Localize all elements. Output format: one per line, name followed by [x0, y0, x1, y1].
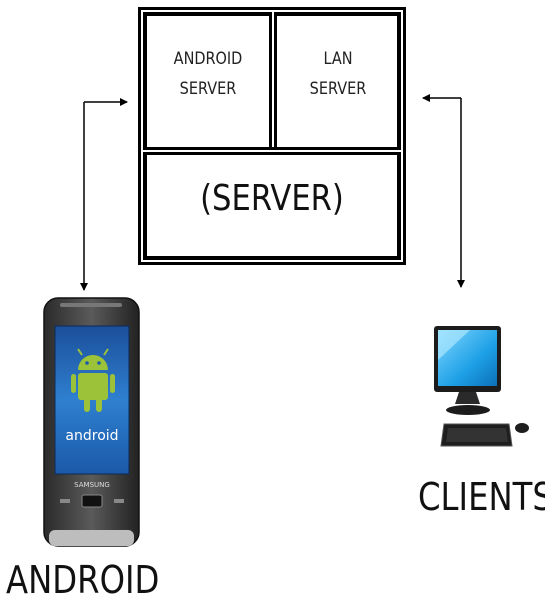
connector-server-clients [422, 94, 465, 288]
phone-brand-text: SAMSUNG [74, 481, 110, 489]
desktop-computer-icon [434, 326, 529, 447]
server-box-outer-frame [138, 7, 406, 265]
android-label: ANDROID [6, 558, 160, 602]
android-server-label-line1: ANDROID [173, 49, 243, 69]
server-label: (SERVER) [200, 178, 344, 219]
server-box-vertical-divider-gap [272, 12, 274, 152]
connector-server-android [80, 98, 128, 291]
android-robot-icon [71, 348, 115, 412]
android-phone-icon: android SAMSUNG [43, 297, 140, 547]
lan-server-label: LAN SERVER [287, 44, 389, 104]
server-box-horizontal-divider-gap [143, 150, 401, 152]
lan-server-label-line2: SERVER [309, 79, 367, 99]
clients-label: CLIENTS [418, 475, 545, 519]
android-server-label: ANDROID SERVER [159, 44, 258, 104]
phone-logo-text: android [65, 428, 118, 444]
android-server-label-line2: SERVER [179, 79, 237, 99]
lan-server-label-line1: LAN [323, 49, 353, 69]
